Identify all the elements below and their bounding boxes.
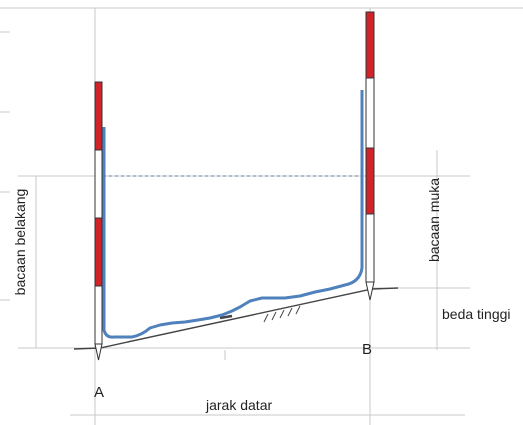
horizontal-distance-label: jarak datar: [206, 397, 273, 413]
point-b-label: B: [362, 341, 373, 358]
reference-lines: [0, 7, 523, 425]
back-reading-label: bacaan belakang: [12, 188, 28, 296]
staff-a: [94, 81, 103, 361]
height-difference-label: beda tinggi: [442, 306, 511, 322]
staff-b: [365, 11, 375, 301]
point-a-label: A: [94, 384, 105, 401]
fore-reading-label: bacaan muka: [426, 177, 442, 263]
profile-line: [102, 90, 364, 339]
ground-line: [73, 287, 399, 350]
